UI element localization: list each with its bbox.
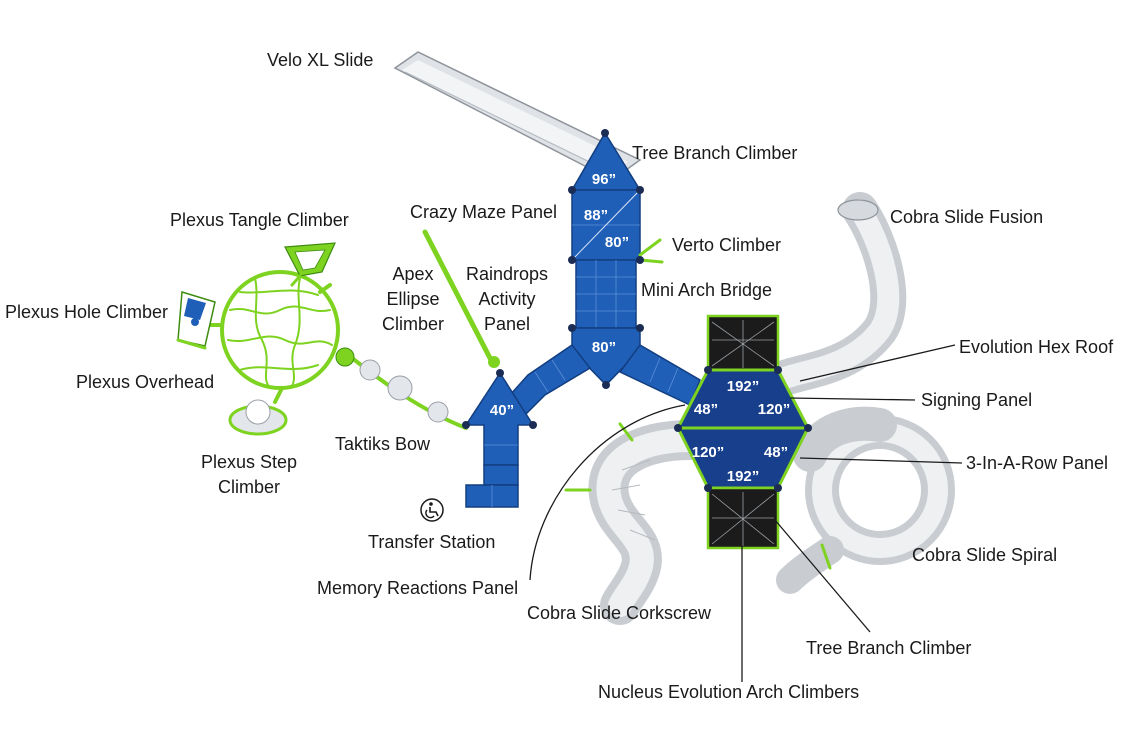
plexus-overhead xyxy=(203,270,340,404)
height-upper-deck: 88” xyxy=(584,207,608,224)
cobra-slide-spiral xyxy=(776,406,955,594)
label-apex-line-3: Climber xyxy=(382,314,444,334)
label-raindrops-line-2: Activity xyxy=(478,289,535,309)
taktiks-bow-pods xyxy=(359,359,449,423)
label-plexus-tangle-climber: Plexus Tangle Climber xyxy=(170,210,349,230)
height-hex-upper-left: 48” xyxy=(694,401,718,418)
label-raindrops-line-3: Panel xyxy=(484,314,530,334)
velo-xl-slide xyxy=(393,51,642,181)
label-mini-arch-bridge: Mini Arch Bridge xyxy=(641,280,772,300)
label-apex-line-2: Ellipse xyxy=(386,289,439,309)
component-labels: Velo XL Slide Tree Branch Climber Crazy … xyxy=(5,50,1114,702)
label-signing-panel: Signing Panel xyxy=(921,390,1032,410)
plexus-step-climber xyxy=(228,399,288,436)
label-memory-reactions-panel: Memory Reactions Panel xyxy=(317,578,518,598)
label-tree-branch-climber-bottom: Tree Branch Climber xyxy=(806,638,971,658)
label-taktiks-bow: Taktiks Bow xyxy=(335,434,431,454)
plexus-hole-climber xyxy=(176,291,216,350)
height-left-deck: 40” xyxy=(490,402,514,419)
label-three-in-a-row-panel: 3-In-A-Row Panel xyxy=(966,453,1108,473)
label-cobra-slide-spiral: Cobra Slide Spiral xyxy=(912,545,1057,565)
label-raindrops-line-1: Raindrops xyxy=(466,264,548,284)
wheelchair-accessible-icon xyxy=(420,498,444,522)
plexus-tangle-climber xyxy=(284,242,336,287)
label-velo-xl-slide: Velo XL Slide xyxy=(267,50,373,70)
deck-posts xyxy=(462,129,812,492)
evolution-hex-roof xyxy=(676,314,810,550)
label-nucleus-evolution-arch-climbers: Nucleus Evolution Arch Climbers xyxy=(598,682,859,702)
label-evolution-hex-roof: Evolution Hex Roof xyxy=(959,337,1114,357)
label-cobra-slide-fusion: Cobra Slide Fusion xyxy=(890,207,1043,227)
leader-lines xyxy=(529,344,963,682)
label-cobra-slide-corkscrew: Cobra Slide Corkscrew xyxy=(527,603,712,623)
height-hex-upper-right: 120” xyxy=(758,401,791,418)
height-hub-deck: 80” xyxy=(592,339,616,356)
label-plexus-hole-climber: Plexus Hole Climber xyxy=(5,302,168,322)
label-tree-branch-climber-top: Tree Branch Climber xyxy=(632,143,797,163)
label-plexus-overhead: Plexus Overhead xyxy=(76,372,214,392)
label-crazy-maze-panel: Crazy Maze Panel xyxy=(410,202,557,222)
deck-height-labels: 96” 88” 80” 80” 40” 192” 48” 120” 120” 4… xyxy=(490,171,790,485)
cobra-slide-corkscrew xyxy=(588,420,710,625)
height-hex-lower-left: 120” xyxy=(692,444,725,461)
label-plexus-step-line-2: Climber xyxy=(218,477,280,497)
cobra-slide-fusion xyxy=(762,192,907,398)
height-hex-upper-top: 192” xyxy=(727,378,760,395)
label-verto-climber: Verto Climber xyxy=(672,235,781,255)
height-lower-deck: 80” xyxy=(605,234,629,251)
label-transfer-station: Transfer Station xyxy=(368,532,495,552)
label-plexus-step-line-1: Plexus Step xyxy=(201,452,297,472)
height-hex-lower-right: 48” xyxy=(764,444,788,461)
height-top-triangle: 96” xyxy=(592,171,616,188)
label-apex-line-1: Apex xyxy=(392,264,433,284)
height-hex-lower-bottom: 192” xyxy=(727,468,760,485)
